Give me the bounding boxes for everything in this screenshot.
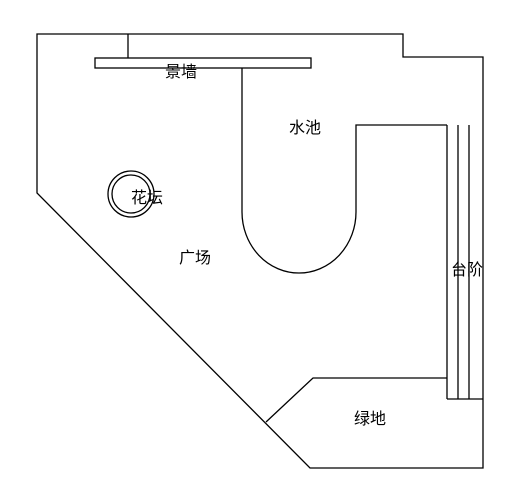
steps-label: 台阶 bbox=[451, 260, 483, 279]
feature-wall-label: 景墙 bbox=[165, 62, 197, 81]
green-space-outline bbox=[265, 377, 447, 423]
flower-bed bbox=[107, 170, 155, 218]
flower-bed-outer-ring bbox=[107, 170, 155, 218]
plaza-label: 广场 bbox=[179, 248, 211, 267]
steps bbox=[446, 125, 483, 400]
flower-bed-inner-ring bbox=[111, 174, 151, 214]
flower-bed-label: 花坛 bbox=[131, 188, 163, 207]
pool-label: 水池 bbox=[289, 118, 321, 137]
green-space-label: 绿地 bbox=[354, 409, 386, 428]
site-boundary bbox=[36, 33, 484, 469]
feature-wall bbox=[94, 57, 312, 69]
pool-outline bbox=[241, 68, 447, 274]
